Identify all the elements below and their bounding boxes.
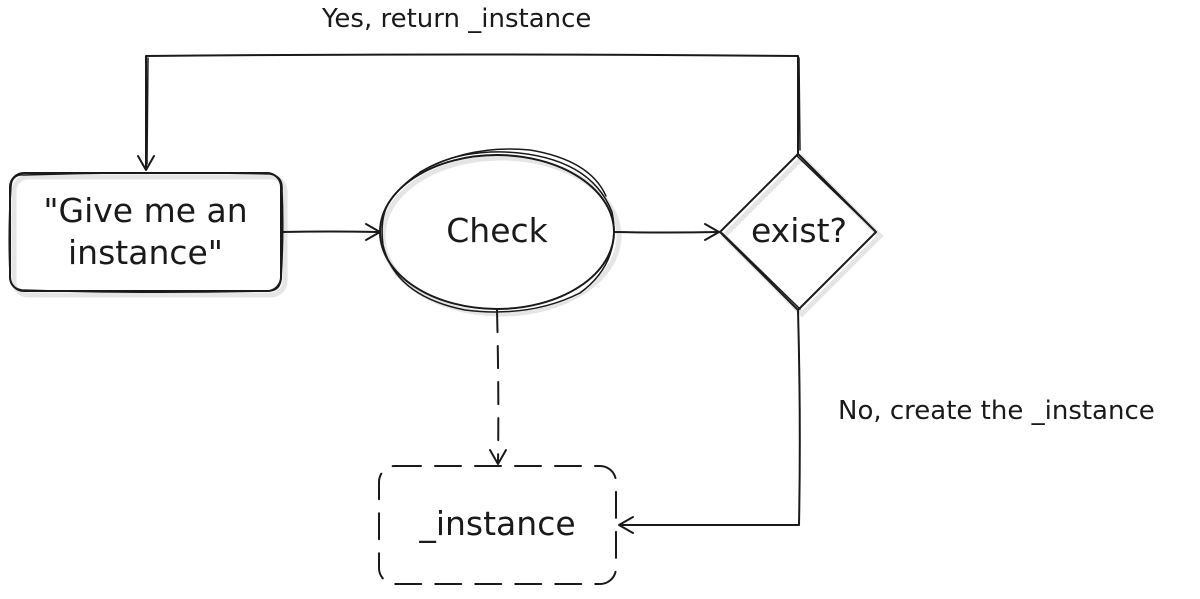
arrow-yes-loop <box>145 53 799 169</box>
arrowhead-no-create <box>618 516 634 534</box>
arrow-no-create <box>619 309 801 526</box>
arrow-check-to-decision <box>613 231 719 234</box>
arrowhead-request-to-check <box>365 223 381 241</box>
arrowhead-check-to-instance <box>489 449 507 465</box>
instance-node-label: _instance <box>419 504 576 543</box>
request-node-line-2: instance" <box>68 233 223 272</box>
check-node-label: Check <box>446 211 548 250</box>
edge-label-yes: Yes, return _instance <box>322 4 592 34</box>
connectors <box>137 53 801 534</box>
edge-label-no: No, create the _instance <box>838 396 1155 426</box>
request-node-line-1: "Give me an <box>43 191 248 230</box>
arrowhead-yes-loop <box>137 155 155 171</box>
decision-node-label: exist? <box>750 211 848 250</box>
arrow-check-to-instance <box>496 309 500 463</box>
arrowhead-check-to-decision <box>704 223 720 241</box>
instance-box <box>378 465 617 585</box>
request-node-label: "Give me an instance" <box>10 190 281 274</box>
shape-shadows <box>11 154 884 318</box>
arrow-request-to-check <box>281 230 379 233</box>
